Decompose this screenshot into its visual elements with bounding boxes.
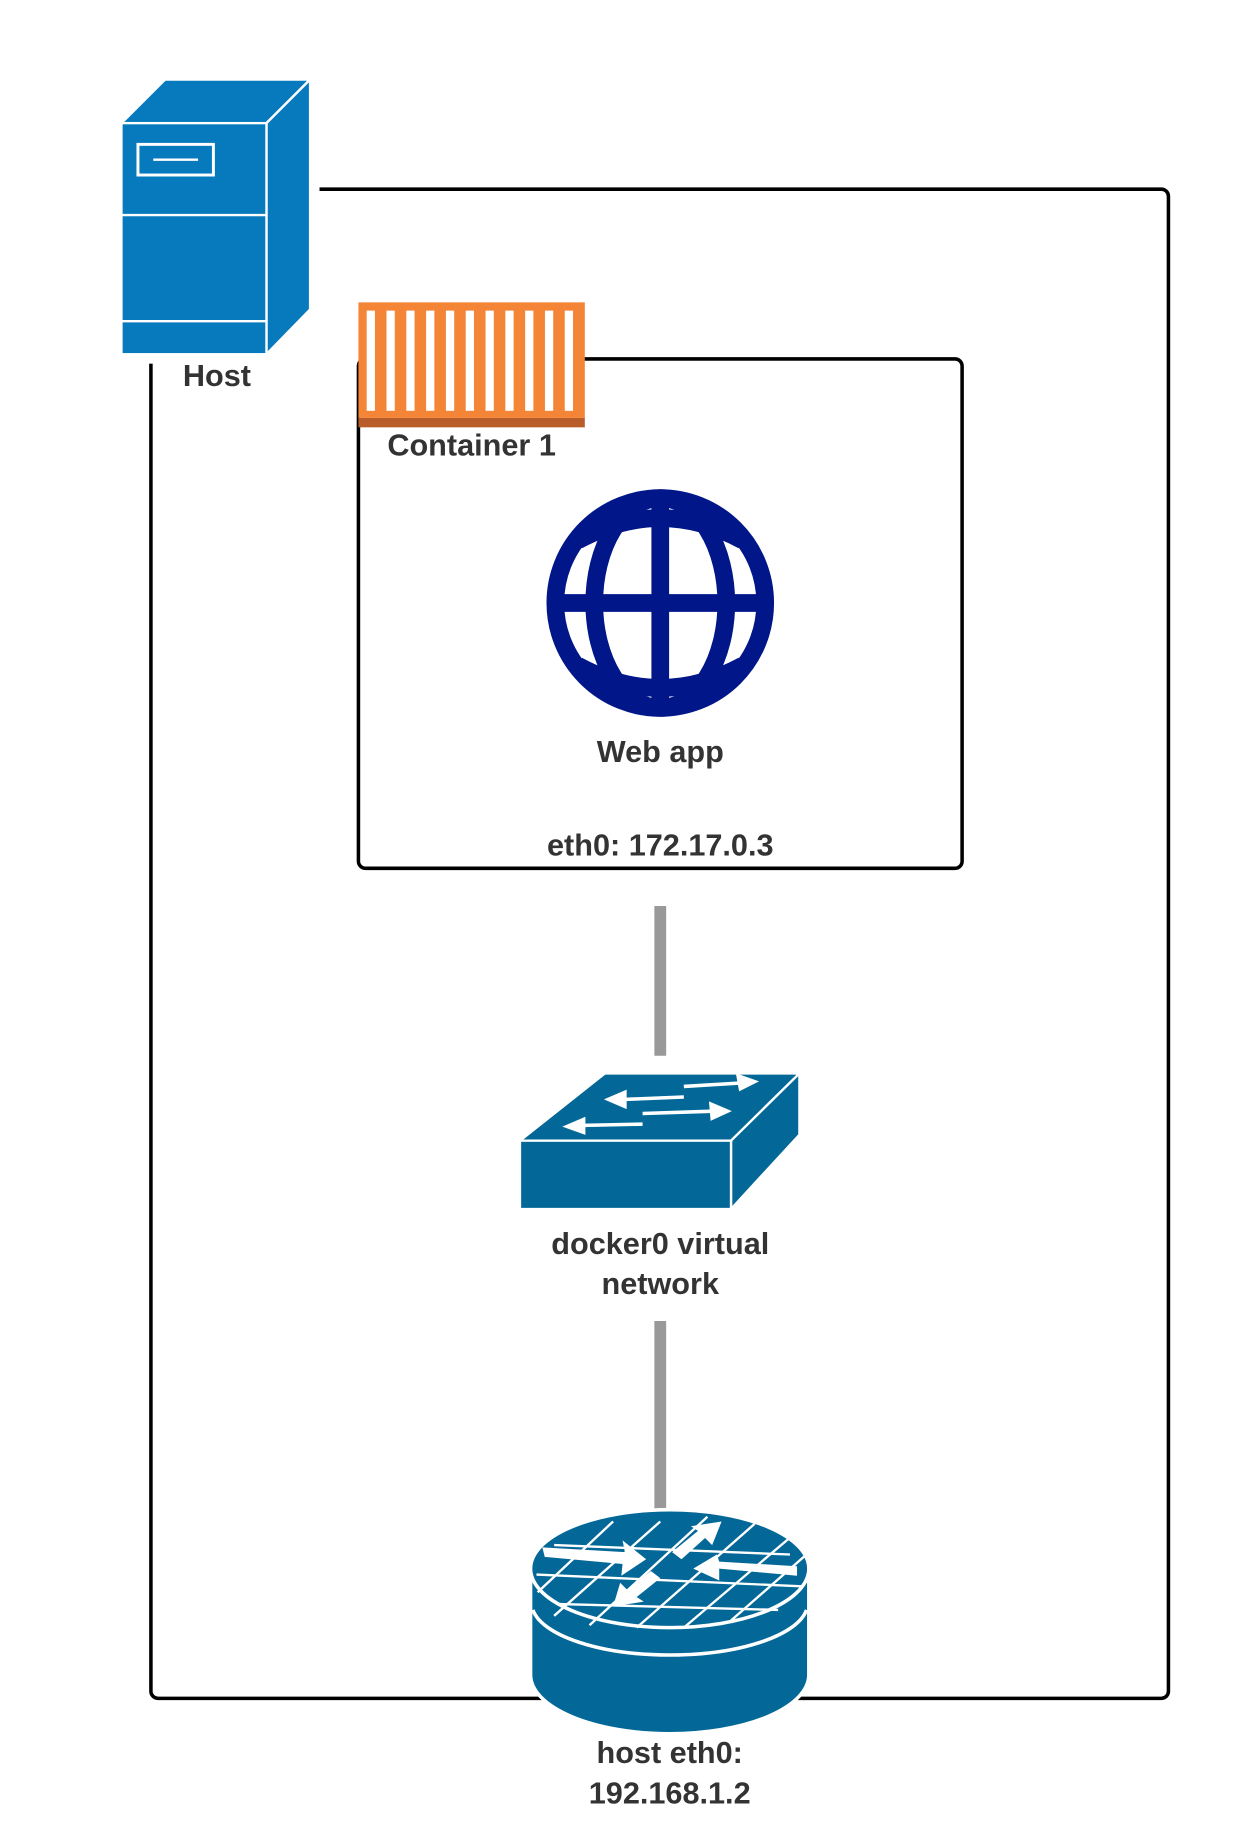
container-rib xyxy=(386,310,395,411)
globe-icon xyxy=(546,489,775,717)
container-icon xyxy=(358,302,585,428)
server-icon xyxy=(113,71,320,364)
host-eth0-label-line2: 192.168.1.2 xyxy=(589,1776,751,1810)
host-eth0-label-line1: host eth0: xyxy=(596,1736,742,1770)
container-rib xyxy=(485,310,494,411)
router-icon xyxy=(528,1507,811,1736)
container-rib xyxy=(406,310,415,411)
bridge-label-line2: network xyxy=(602,1267,720,1301)
container-rib xyxy=(525,310,534,411)
container-rib xyxy=(426,310,435,411)
host-label: Host xyxy=(183,359,251,393)
container-boundary xyxy=(356,357,964,871)
container-rib xyxy=(505,310,514,411)
container-rib xyxy=(445,310,455,411)
container-rib xyxy=(366,310,375,411)
webapp-label: Web app xyxy=(597,735,724,769)
container-rib xyxy=(465,310,474,411)
container-label: Container 1 xyxy=(387,429,556,463)
bridge-label-line1: docker0 virtual xyxy=(551,1227,769,1261)
container-rib xyxy=(544,310,554,411)
container-eth0-label: eth0: 172.17.0.3 xyxy=(547,828,774,862)
container-rib xyxy=(564,310,574,411)
switch-icon xyxy=(516,1070,803,1213)
